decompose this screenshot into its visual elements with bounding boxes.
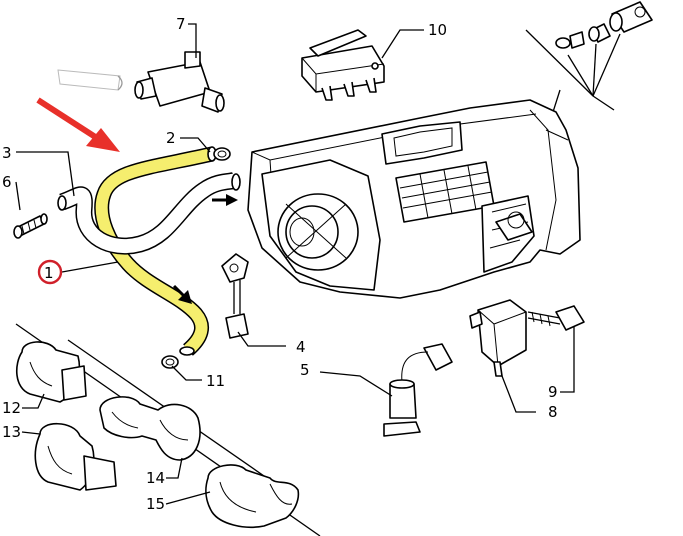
part-4-sensor	[221, 253, 249, 339]
part-10-microswitch	[301, 29, 385, 101]
callout-5: 5	[300, 361, 310, 379]
part-14-clip	[99, 396, 201, 461]
callout-3: 3	[2, 144, 12, 162]
callout-6: 6	[2, 173, 12, 191]
flow-arrows	[172, 194, 238, 304]
part-9-connector	[527, 305, 585, 331]
part-8-actuator	[469, 299, 527, 377]
part-15-clip	[205, 464, 300, 528]
callout-11: 11	[206, 372, 225, 390]
callout-9: 9	[548, 383, 558, 401]
connector-leader-lines	[525, 29, 621, 135]
part-13-clip	[34, 423, 117, 491]
callout-14: 14	[146, 469, 165, 487]
part-11-clamp	[161, 355, 179, 369]
part-7-valve	[134, 51, 225, 113]
callout-1: 1	[44, 264, 54, 282]
part-12-clip	[15, 341, 87, 403]
part-6-screw	[13, 213, 48, 239]
hose-part-1	[94, 146, 217, 356]
callout-12: 12	[2, 399, 21, 417]
callout-2: 2	[166, 129, 176, 147]
highlight-arrow	[36, 97, 120, 152]
leader-lines	[15, 23, 575, 505]
callout-10: 10	[428, 21, 447, 39]
callout-4: 4	[296, 338, 306, 356]
callout-7: 7	[176, 15, 186, 33]
callout-1-highlight-circle	[37, 259, 63, 285]
callout-15: 15	[146, 495, 165, 513]
faded-tube	[57, 69, 123, 91]
callout-13: 13	[2, 423, 21, 441]
heater-housing	[247, 99, 581, 299]
part-2-clamp	[213, 147, 231, 161]
hose-part-3	[57, 171, 241, 255]
part-5-sensor	[383, 343, 453, 437]
callout-8: 8	[548, 403, 558, 421]
parts-small-connectors	[555, 1, 653, 49]
